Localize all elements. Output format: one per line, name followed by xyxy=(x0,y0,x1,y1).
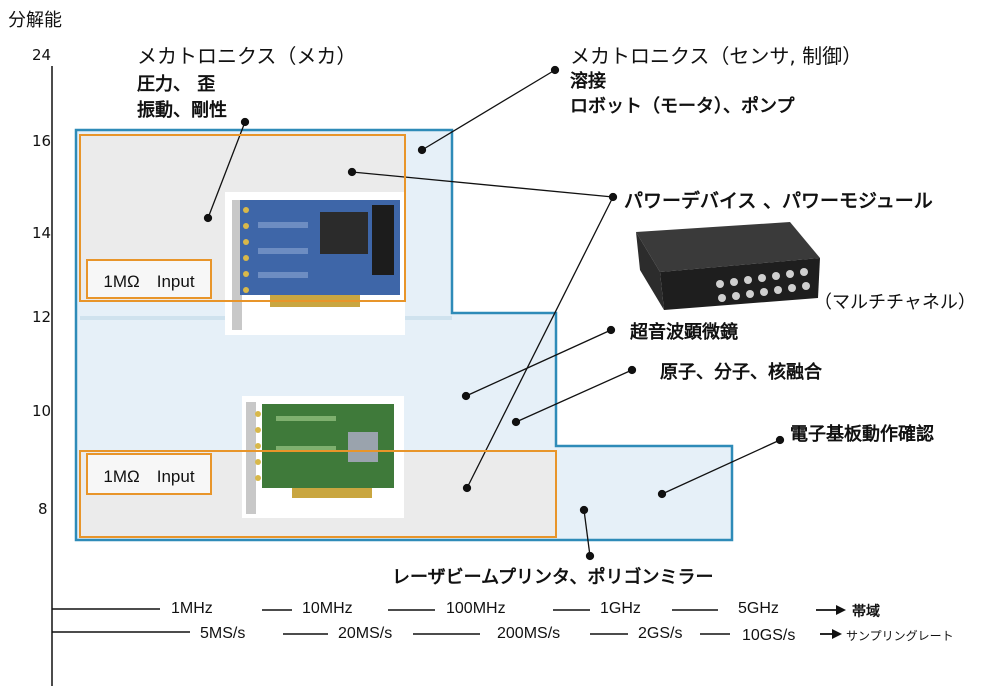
atom-label: 原子、分子、核融合 xyxy=(660,362,822,383)
power-devices-label: パワーデバイス 、パワーモジュール xyxy=(624,190,933,212)
laser-label: レーザビームプリンタ、ポリゴンミラー xyxy=(392,567,714,588)
bw-1mhz: 1MHz xyxy=(171,600,213,617)
ultrasound-label: 超音波顕微鏡 xyxy=(630,322,738,343)
pcie-card-blue-image xyxy=(225,192,405,335)
multichannel-label: （マルチチャネル） xyxy=(814,292,976,313)
bw-5ghz: 5GHz xyxy=(738,600,779,617)
lower-input-label: 1MΩ Input xyxy=(86,453,212,495)
sensor-line2: ロボット（モータ）、ポンプ xyxy=(570,96,795,117)
bandwidth-axis-label: 帯域 xyxy=(852,604,880,620)
sr-20mss: 20MS/s xyxy=(338,625,393,642)
y-axis-title: 分解能 xyxy=(8,10,62,31)
multichannel-device-image xyxy=(636,222,820,310)
sr-200mss: 200MS/s xyxy=(497,625,561,642)
y-tick-12: 12 xyxy=(32,308,52,326)
sr-10gss: 10GS/s xyxy=(742,627,796,644)
y-tick-24: 24 xyxy=(32,46,52,64)
sr-2gss: 2GS/s xyxy=(638,625,683,642)
y-tick-8: 8 xyxy=(38,500,48,518)
lower-product-box xyxy=(79,450,557,538)
y-tick-16: 16 xyxy=(32,132,52,150)
sensor-title: メカトロニクス（センサ, 制御） xyxy=(570,44,863,68)
upper-product-box xyxy=(79,134,406,302)
mecha-line2: 振動、剛性 xyxy=(137,100,227,121)
y-tick-14: 14 xyxy=(32,224,52,242)
upper-input-label: 1MΩ Input xyxy=(86,259,212,299)
sensor-line1: 溶接 xyxy=(570,71,606,92)
bw-1ghz: 1GHz xyxy=(600,600,641,617)
bw-100mhz: 100MHz xyxy=(446,600,506,617)
y-tick-10: 10 xyxy=(32,402,52,420)
sampling-axis-label: サンプリングレート xyxy=(846,629,954,643)
pcie-card-green-image xyxy=(242,396,404,518)
pcb-label: 電子基板動作確認 xyxy=(790,424,934,445)
mecha-title: メカトロニクス（メカ） xyxy=(137,44,357,68)
mecha-line1: 圧力、 歪 xyxy=(137,74,216,95)
sr-5mss: 5MS/s xyxy=(200,625,246,642)
bw-10mhz: 10MHz xyxy=(302,600,353,617)
